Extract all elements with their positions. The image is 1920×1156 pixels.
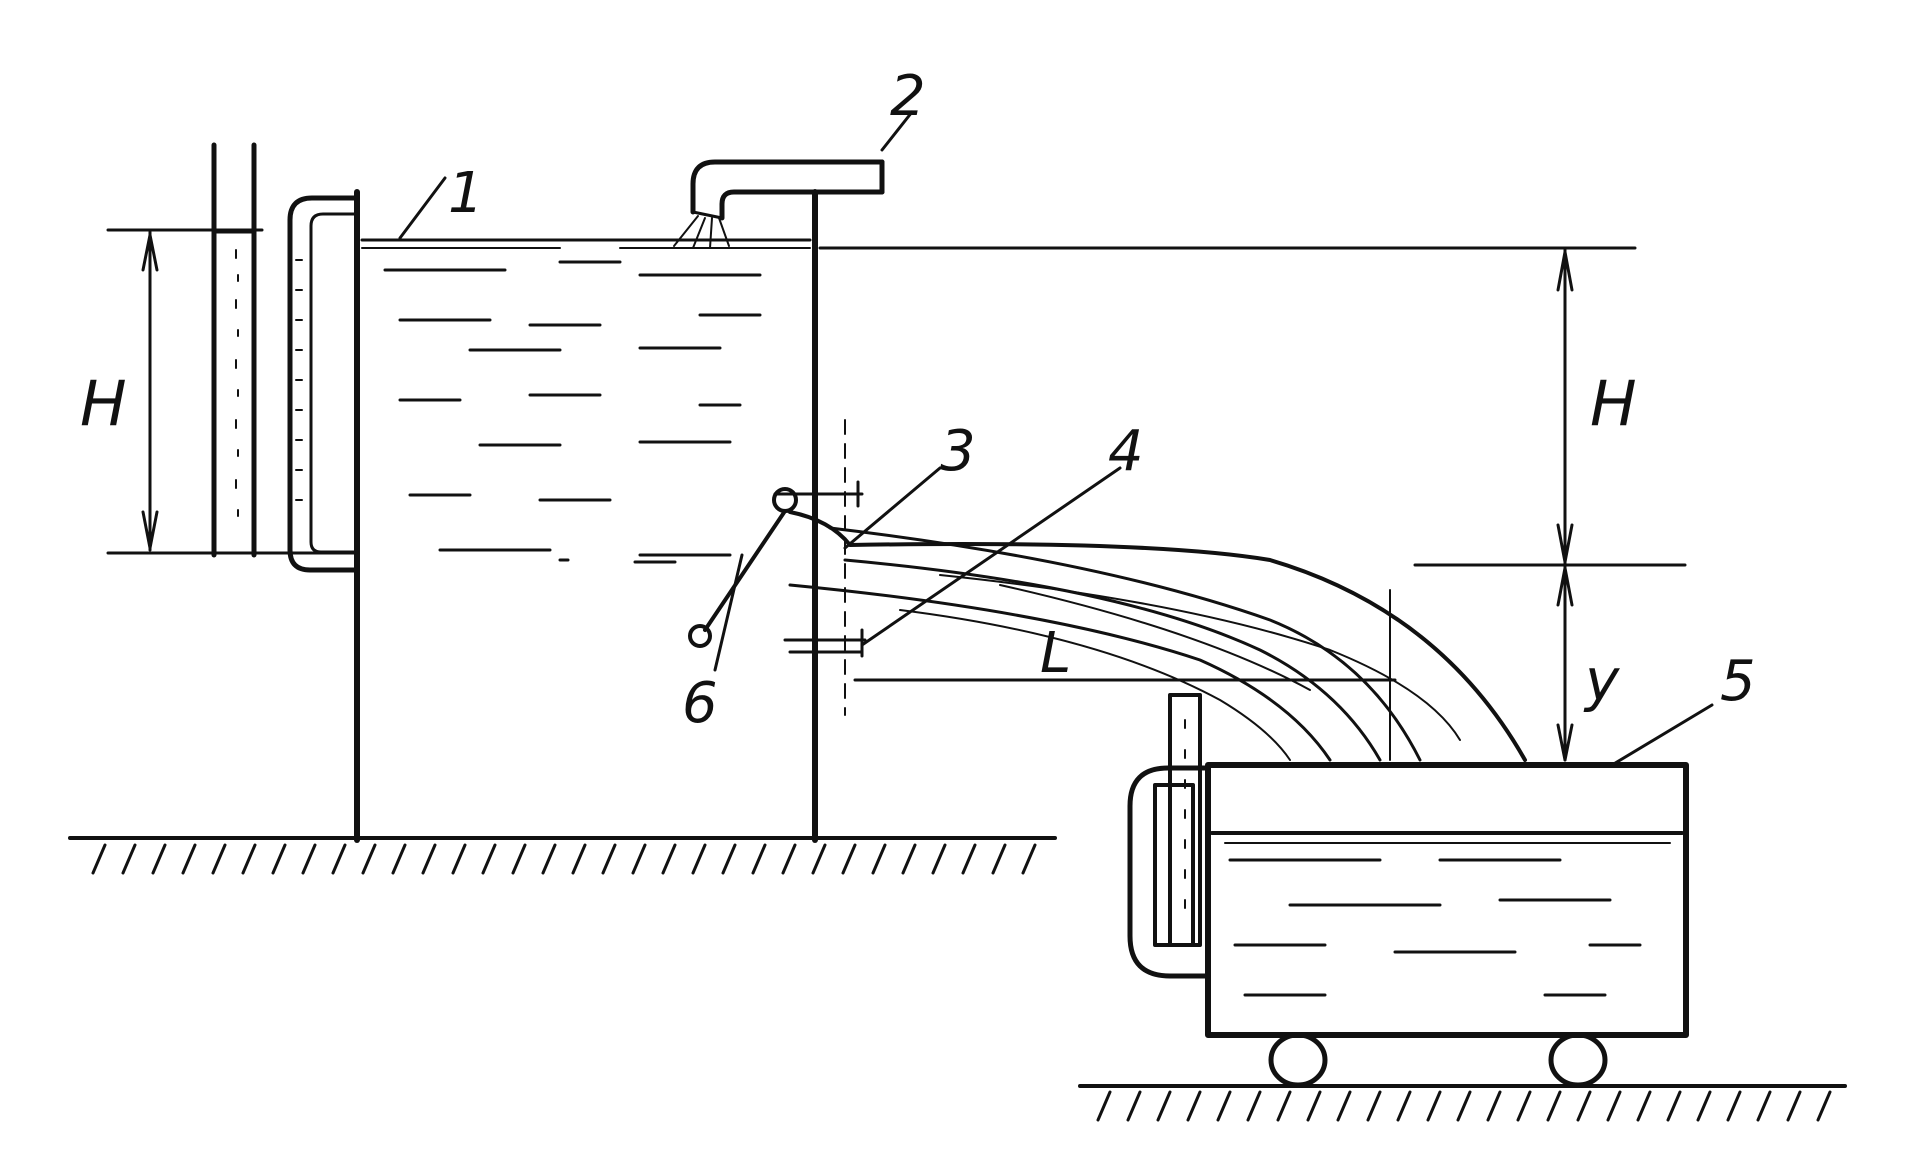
- head-dimension-right: H y: [1556, 248, 1637, 762]
- part-number-5: 5: [1720, 649, 1756, 714]
- main-tank: [354, 189, 818, 843]
- part-number-6: 6: [682, 671, 718, 736]
- range-dimension: L: [853, 589, 1397, 761]
- drop-label-y: y: [1583, 646, 1620, 714]
- part-number-2: 2: [890, 64, 926, 129]
- valve-lever: [703, 509, 787, 632]
- piezometer-tube: [211, 142, 257, 558]
- floor-right: [1078, 1084, 1847, 1122]
- head-label-left: H: [80, 367, 127, 440]
- cart-gauge: [1168, 693, 1202, 947]
- tank-water-hatching: [383, 260, 762, 557]
- water-jet: [788, 510, 1527, 762]
- range-label-L: L: [1040, 621, 1071, 686]
- part-number-3: 3: [940, 419, 976, 484]
- part-callouts: 1 2 3 4 5 6: [398, 64, 1756, 767]
- part-number-1: 1: [448, 161, 484, 226]
- nozzle-assembly: [688, 419, 867, 716]
- cart-wheel-right: [1548, 1032, 1608, 1088]
- head-dimension-left: H: [80, 230, 159, 552]
- floor-left: [68, 836, 1057, 875]
- reference-lines: [106, 228, 1687, 567]
- cart-tank-body: [1205, 762, 1689, 1038]
- cart-handle: [1127, 765, 1211, 979]
- measuring-cart: [1127, 693, 1689, 1088]
- tank-gauge-glass: [287, 195, 360, 573]
- cart-wheel-left: [1268, 1032, 1328, 1088]
- lever-knob: [688, 624, 712, 648]
- head-label-right: H: [1590, 367, 1637, 440]
- part-number-4: 4: [1108, 419, 1144, 484]
- supply-pipe: [673, 159, 885, 249]
